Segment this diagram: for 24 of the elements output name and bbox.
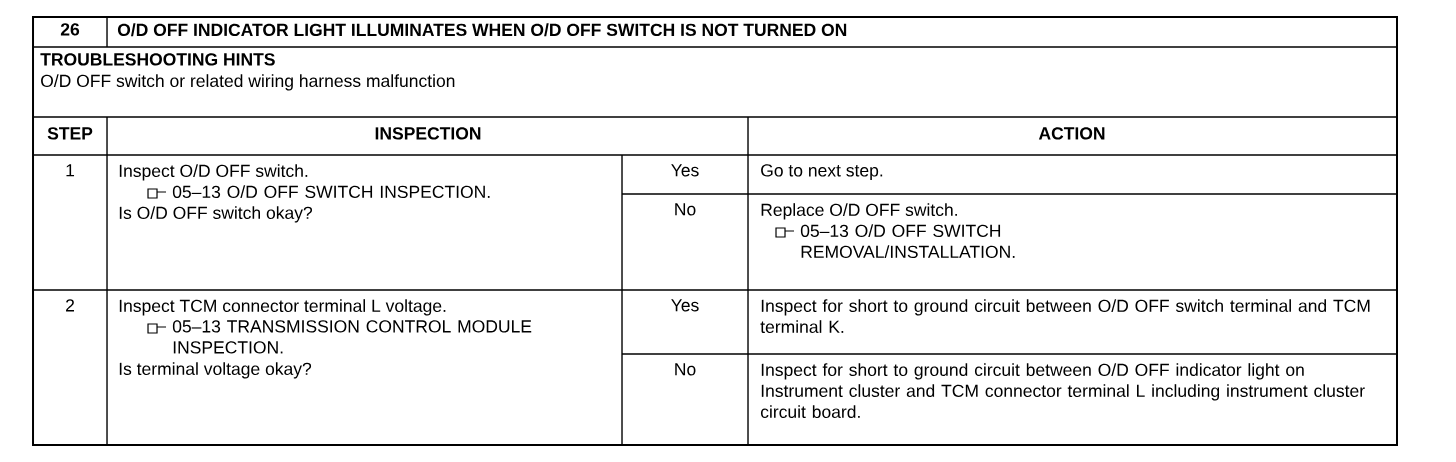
- answer-label: Yes: [671, 164, 699, 177]
- cell-text: Is terminal voltage okay?: [119, 362, 312, 379]
- cell-text: 05–13 O/D OFF SWITCH REMOVAL/INSTALLATION.: [800, 224, 1015, 259]
- table-heading: O/D OFF INDICATOR LIGHT ILLUMINATES WHEN O/D OFF SWITCH IS NOT TURNED ON: [117, 23, 847, 37]
- column-header: STEP: [47, 127, 93, 140]
- cell-text: 05–13 TRANSMISSION CONTROL MODULE INSPECTION.: [172, 320, 532, 354]
- cell-text: Replace O/D OFF switch.: [761, 203, 957, 220]
- cell-text: Inspect for short to ground circuit between O/D OFF indicator light on Instrument cluster and TCM connector terminal L including instrument cluster circuit board.: [760, 363, 1365, 419]
- cell-text: Inspect O/D OFF switch.: [119, 164, 308, 181]
- section-heading: TROUBLESHOOTING HINTS: [40, 53, 275, 66]
- cell-text: 05–13 O/D OFF SWITCH INSPECTION.: [172, 185, 490, 199]
- cell-text: Inspect for short to ground circuit between O/D OFF switch terminal and TCM terminal K.: [760, 299, 1370, 334]
- row-number: 26: [60, 23, 80, 36]
- column-header: ACTION: [1038, 127, 1105, 140]
- answer-label: No: [675, 203, 696, 216]
- column-header: INSPECTION: [375, 127, 481, 140]
- step-number: 2: [66, 299, 74, 312]
- cell-text: Is O/D OFF switch okay?: [119, 206, 313, 223]
- answer-label: No: [675, 363, 696, 376]
- cell-text: Go to next step.: [761, 164, 883, 181]
- cell-text: Inspect TCM connector terminal L voltage.: [119, 299, 446, 316]
- answer-label: Yes: [671, 299, 699, 312]
- cell-text: O/D OFF switch or related wiring harness malfunction: [41, 74, 455, 91]
- step-number: 1: [66, 164, 75, 177]
